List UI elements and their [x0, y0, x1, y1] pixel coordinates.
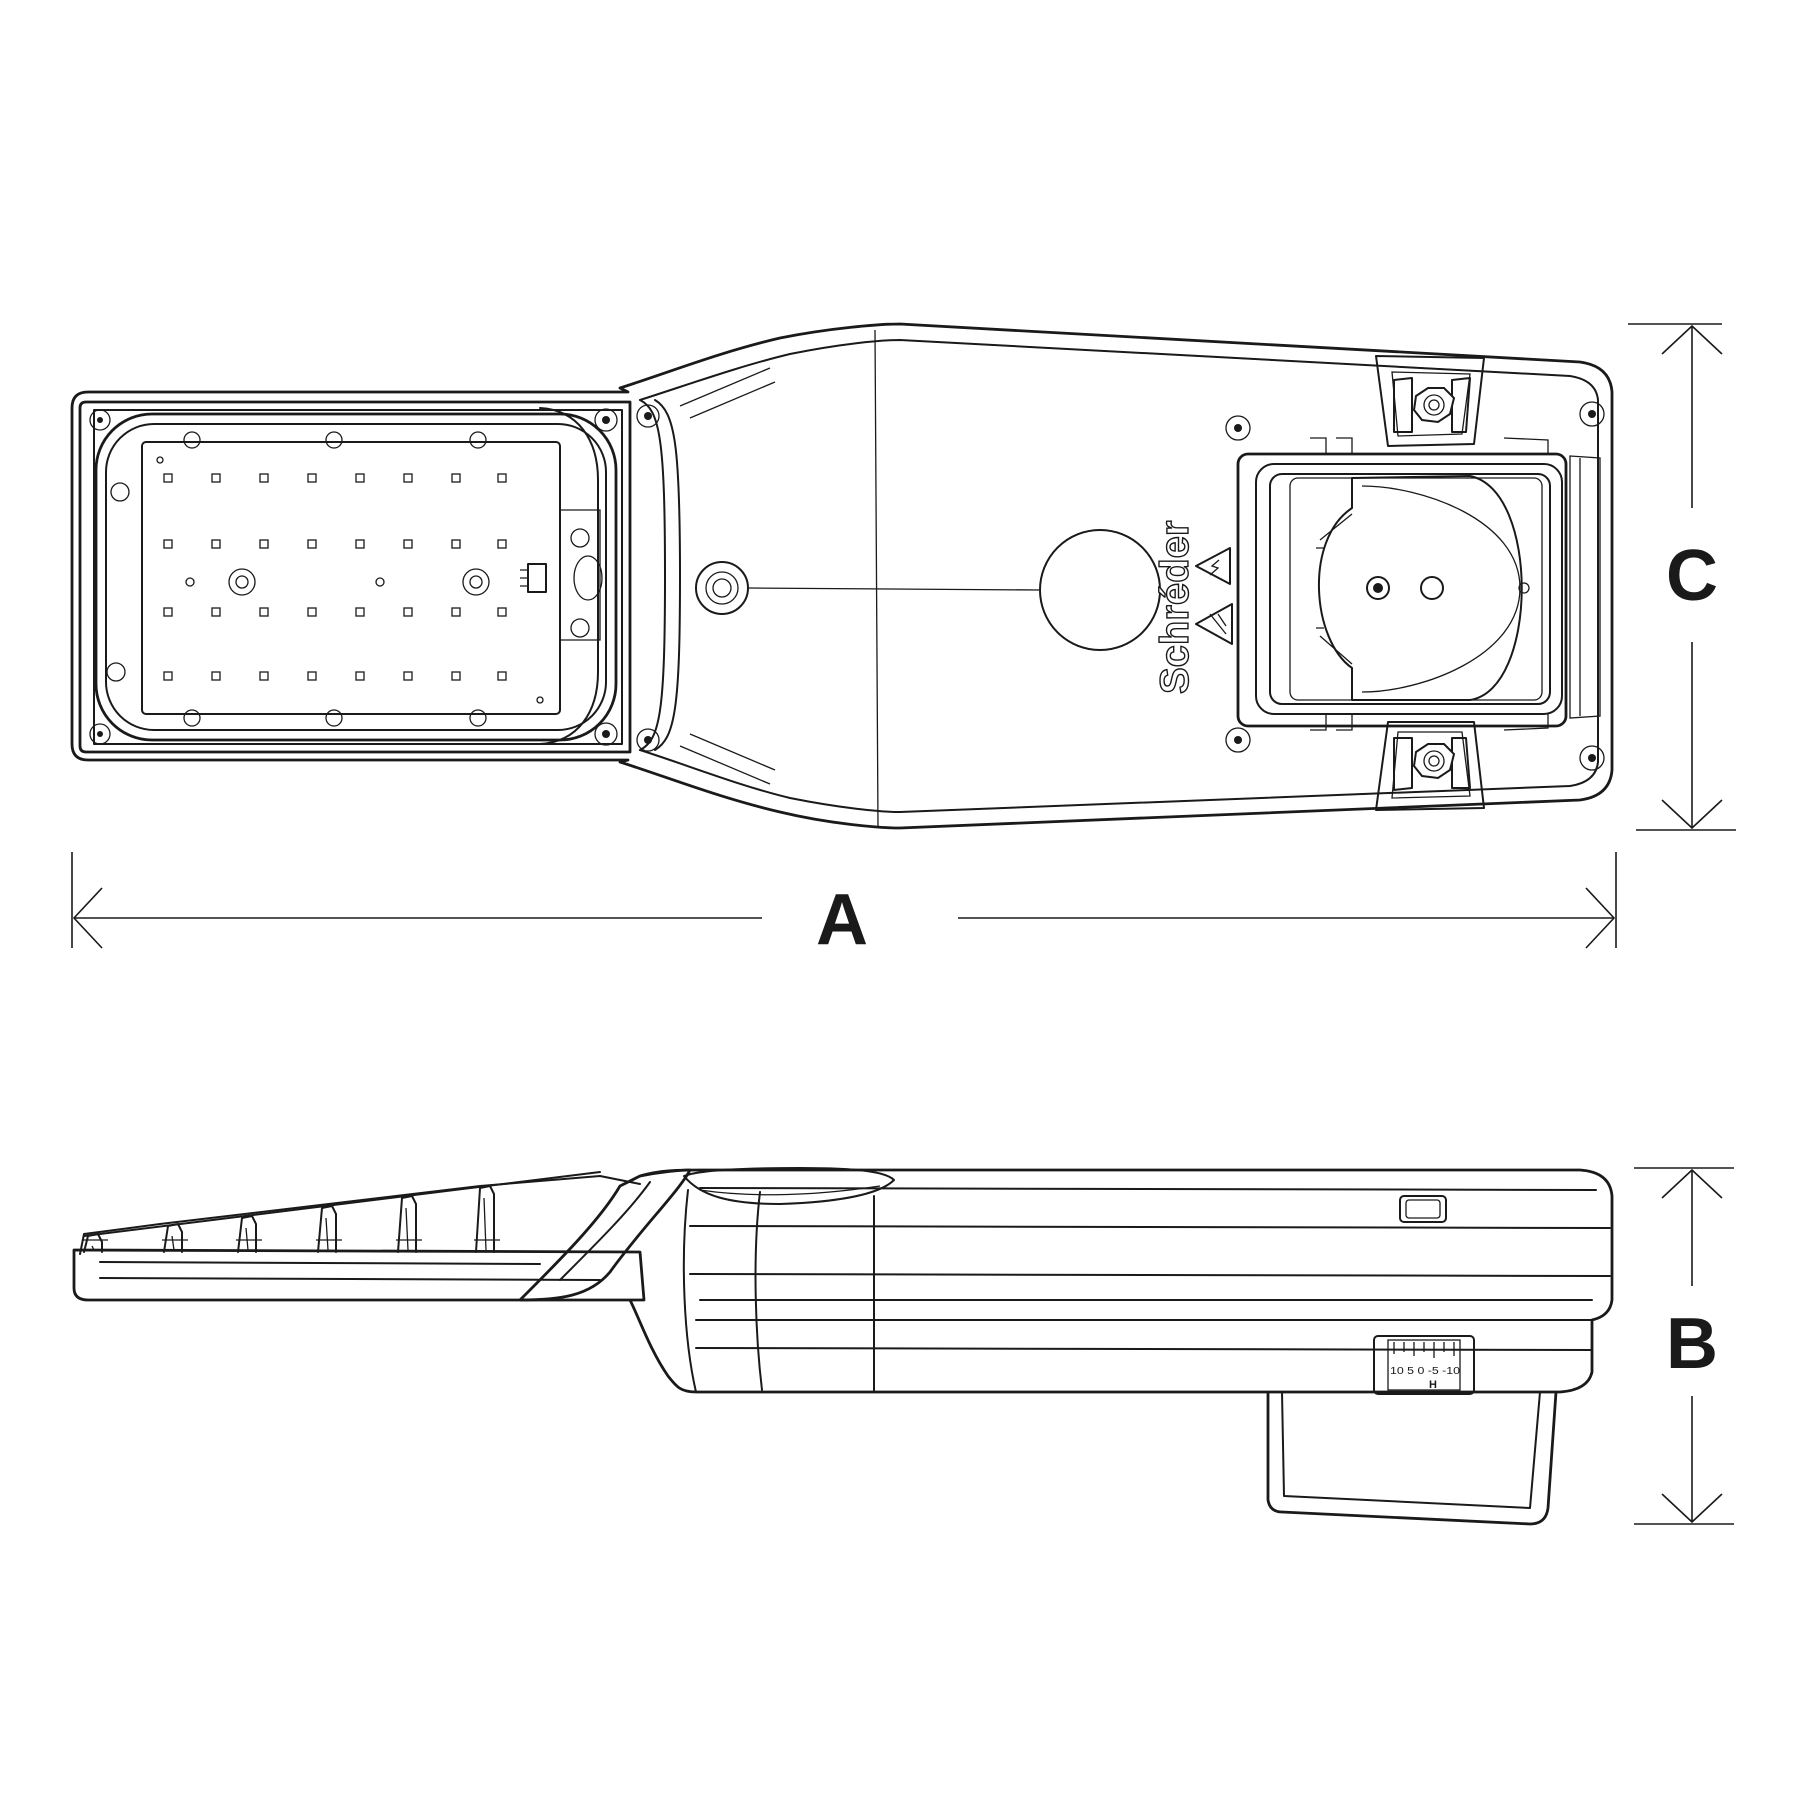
fin-top-line — [79, 1175, 641, 1255]
board-screws — [106, 431, 544, 727]
led-pad — [259, 473, 269, 483]
led-pad — [451, 671, 461, 681]
led-pad — [163, 473, 173, 483]
housing-outline — [70, 322, 1614, 830]
heat-sink-fin-detail — [316, 1217, 342, 1251]
frame-screws — [89, 404, 660, 752]
led-pad — [211, 607, 221, 617]
dimension-a: A — [71, 852, 1617, 960]
pole-clamp — [1236, 437, 1601, 731]
led-pad — [259, 671, 269, 681]
heat-sink-fin-detail — [162, 1235, 188, 1251]
brand-logo: Schréder — [1153, 521, 1197, 694]
electrical-warning-icon — [1195, 547, 1231, 585]
led-pad — [307, 539, 317, 549]
pressure-valve — [695, 561, 749, 615]
heat-sink-fin — [163, 1223, 183, 1253]
led-pad — [355, 539, 365, 549]
tilt-scale: 10 5 0 -5 -10 H — [1373, 1335, 1475, 1395]
led-pad — [451, 473, 461, 483]
sensor-socket-blank — [1039, 529, 1161, 651]
dimension-label-c: C — [1666, 536, 1718, 616]
led-board — [141, 441, 561, 715]
heat-sink-fins — [82, 1185, 500, 1253]
led-pad — [211, 671, 221, 681]
neck-joint-inner — [654, 399, 681, 751]
led-frame — [78, 400, 632, 754]
body-screws — [1225, 401, 1605, 771]
led-pad — [163, 671, 173, 681]
side-tray — [72, 1248, 646, 1302]
led-pad — [259, 607, 269, 617]
led-pad — [307, 607, 317, 617]
side-visor — [683, 1167, 895, 1205]
led-pad — [497, 539, 507, 549]
clamp-tab-top — [1375, 355, 1485, 447]
led-pad — [497, 473, 507, 483]
pole-bracket — [1266, 1391, 1558, 1526]
tilt-disc — [1317, 475, 1523, 701]
led-grid — [163, 473, 507, 681]
led-pad — [497, 671, 507, 681]
connector-plug — [527, 563, 547, 593]
led-pad — [163, 539, 173, 549]
heat-sink-fin — [475, 1185, 495, 1253]
lens-cover — [94, 412, 618, 742]
housing-inner-outline — [639, 339, 1599, 813]
clamp-tab-bottom — [1375, 721, 1485, 811]
heat-sink-fin-detail — [474, 1197, 500, 1251]
led-pad — [355, 473, 365, 483]
dimension-c: C — [1628, 323, 1736, 831]
side-body — [628, 1168, 1614, 1394]
connector-block — [539, 407, 599, 745]
top-view: Schréder — [70, 322, 1614, 830]
dimension-label-b: B — [1666, 1304, 1718, 1384]
side-button — [1399, 1195, 1447, 1223]
led-pad — [403, 473, 413, 483]
led-pad — [403, 607, 413, 617]
dimension-b: B — [1634, 1167, 1734, 1525]
neck-joint — [639, 399, 666, 751]
dimension-label-a: A — [816, 880, 868, 960]
led-pad — [211, 539, 221, 549]
led-pad — [211, 473, 221, 483]
heat-sink-fin — [397, 1195, 417, 1253]
led-pad — [355, 671, 365, 681]
heat-sink-fin — [83, 1233, 103, 1253]
led-pad — [355, 607, 365, 617]
led-pad — [451, 539, 461, 549]
side-view: 10 5 0 -5 -10 H — [72, 1167, 1614, 1526]
led-pad — [307, 473, 317, 483]
led-pad — [451, 607, 461, 617]
heat-sink-fin-detail — [236, 1227, 262, 1251]
heat-sink-fin-detail — [396, 1207, 422, 1251]
heat-sink-fin — [317, 1205, 337, 1253]
led-pad — [403, 539, 413, 549]
hot-surface-warning-icon — [1195, 603, 1233, 645]
led-pad — [163, 607, 173, 617]
tilt-scale-unit: H — [1429, 1379, 1437, 1391]
tilt-scale-ticks: 10 5 0 -5 -10 — [1390, 1366, 1461, 1377]
heat-sink-fin — [237, 1215, 257, 1253]
led-pad — [403, 671, 413, 681]
led-pad — [307, 671, 317, 681]
led-pad — [259, 539, 269, 549]
led-pad — [497, 607, 507, 617]
heat-sink-fin-detail — [82, 1239, 108, 1251]
